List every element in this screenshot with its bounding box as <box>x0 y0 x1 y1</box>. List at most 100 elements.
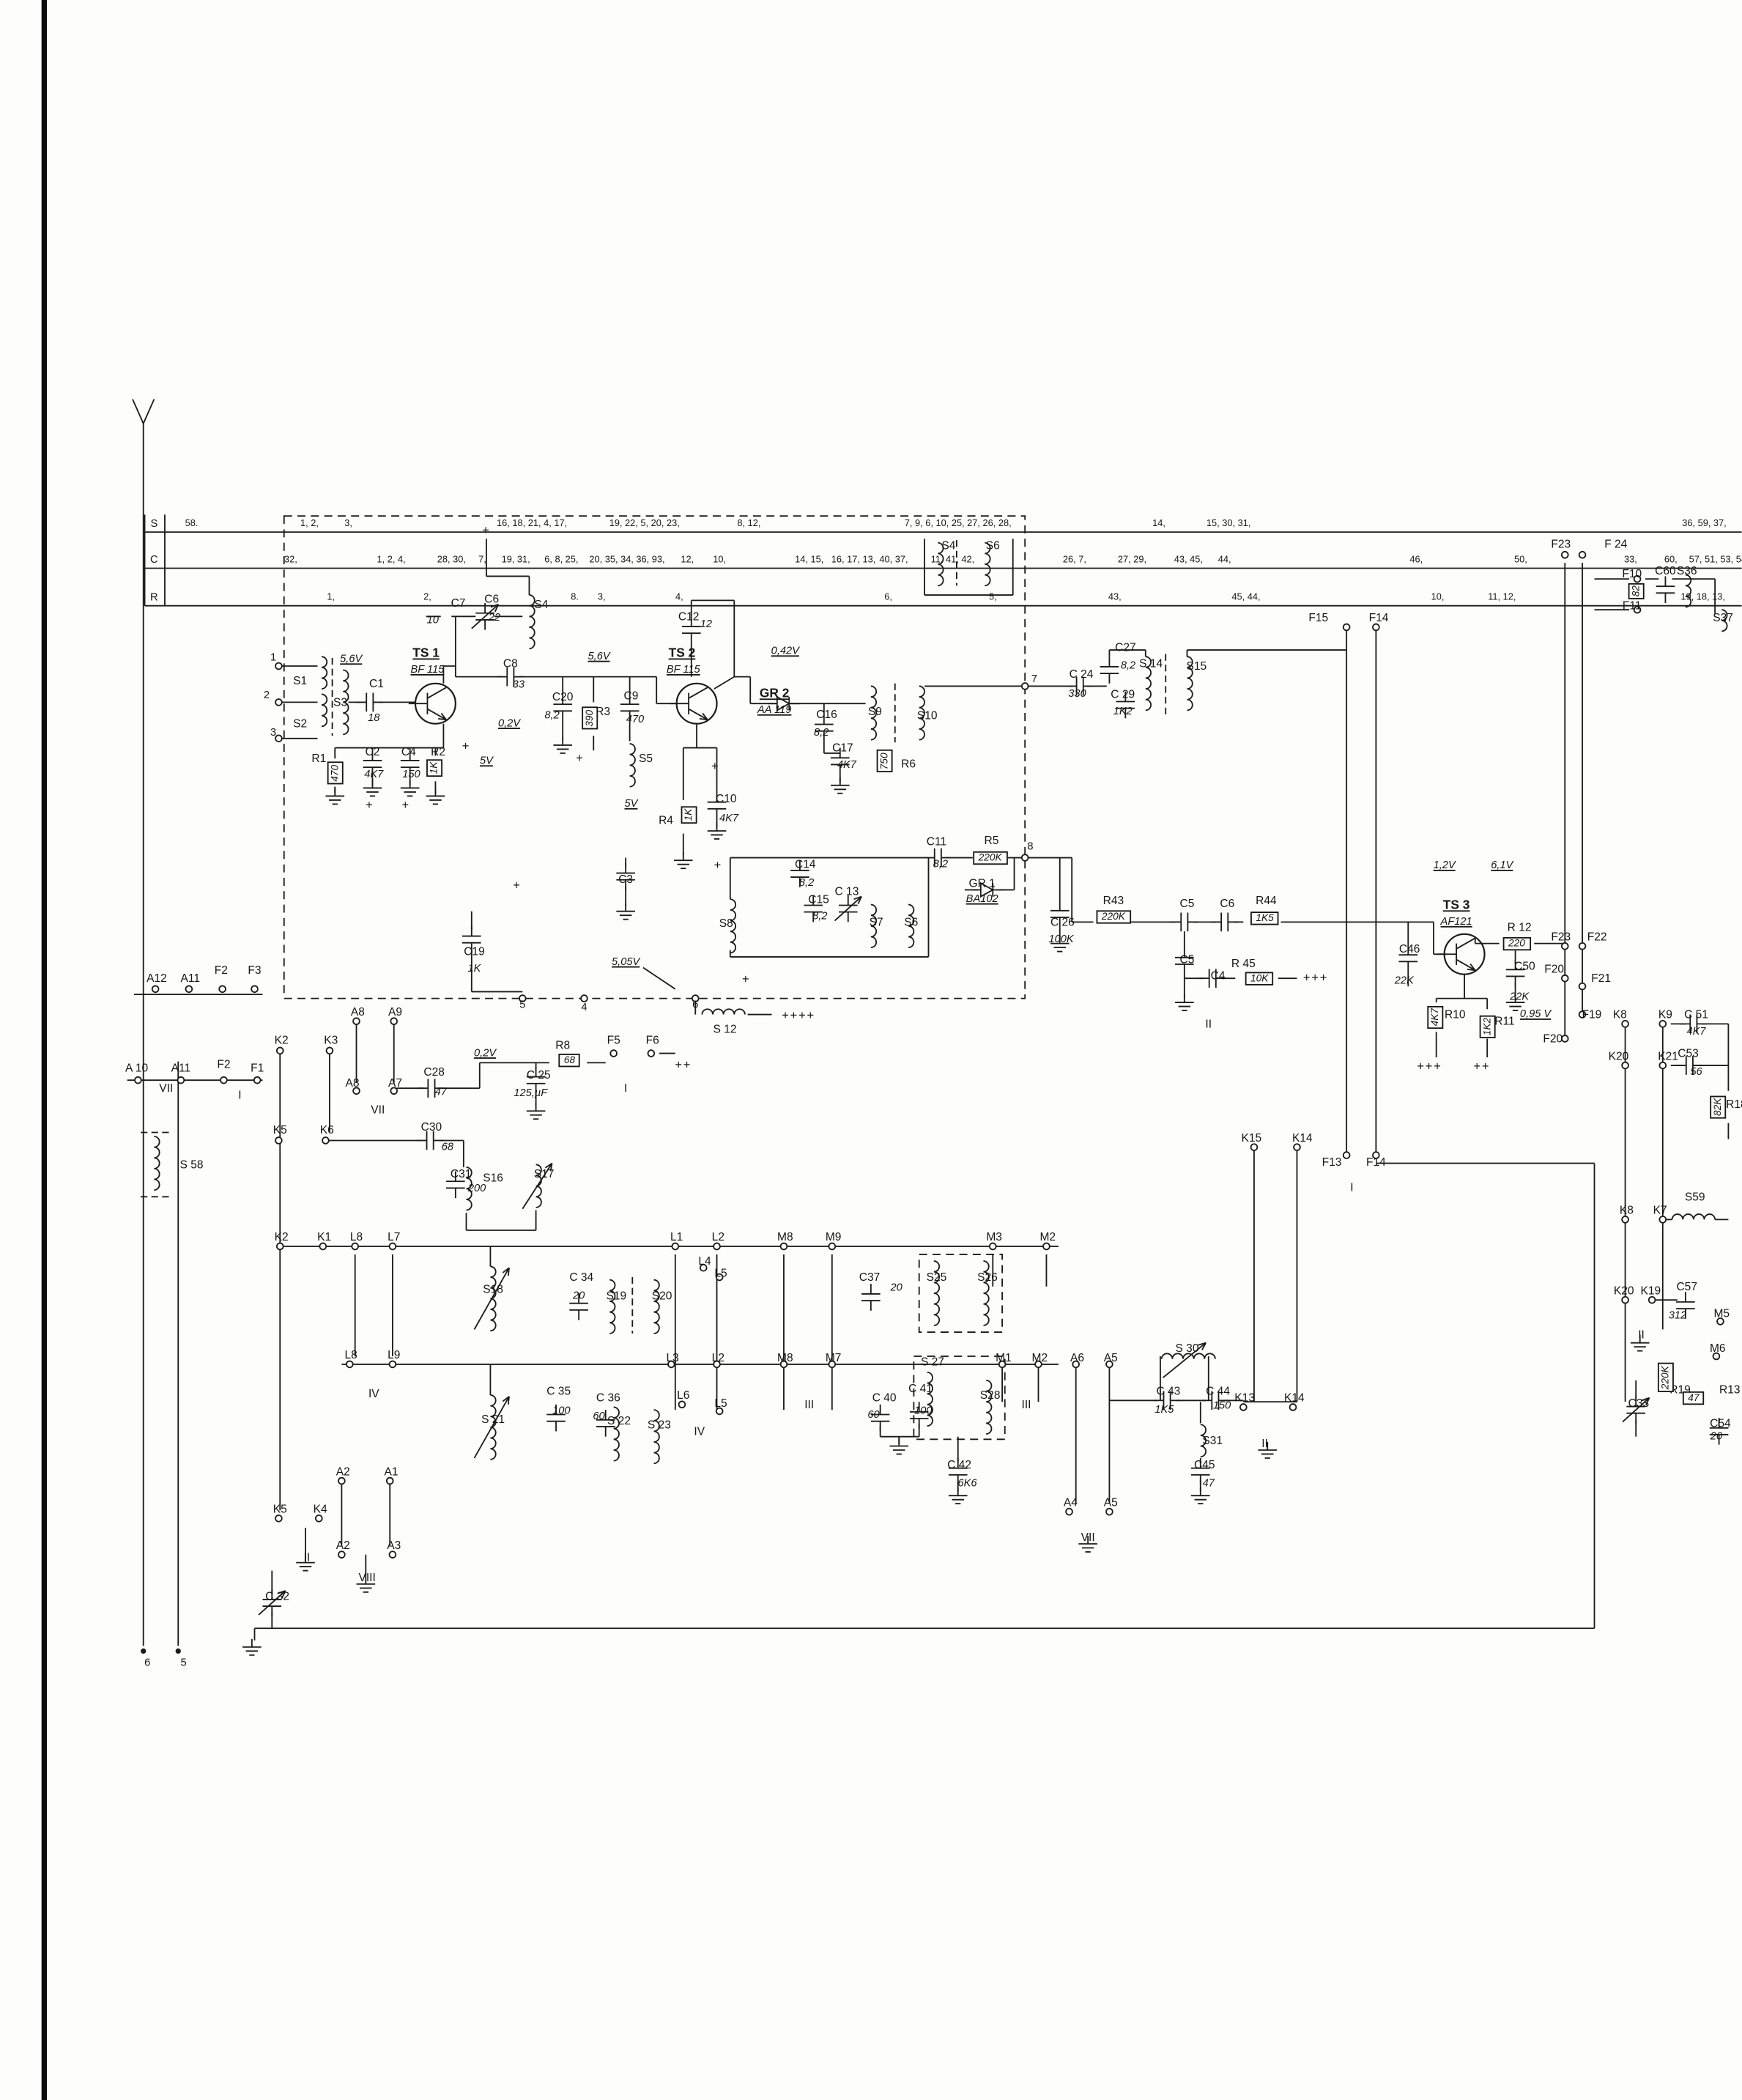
ruler-number: 11, 41, 42, <box>930 555 975 565</box>
label-c-29: C 29 <box>1111 687 1135 701</box>
label-vii: VII <box>1081 1530 1095 1544</box>
label-4k7: 4K7 <box>364 768 384 780</box>
label-47: 47 <box>1682 1391 1705 1405</box>
ruler-number: 57, 51, 53, 54, <box>1689 555 1742 565</box>
label-c10: C10 <box>716 791 737 805</box>
label-a8: A8 <box>345 1076 360 1090</box>
label-f23: F23 <box>1551 929 1571 944</box>
label-f3: F3 <box>248 963 262 977</box>
label-60: 60 <box>867 1408 880 1421</box>
label-s-14: S 14 <box>1139 656 1163 670</box>
label-gr-2: GR 2 <box>759 686 790 702</box>
label-l5: L5 <box>714 1265 727 1280</box>
label-m2: M2 <box>1031 1350 1048 1364</box>
ruler-number: 10, <box>713 555 727 565</box>
label-68: 68 <box>558 1054 581 1067</box>
label--: ++ <box>675 1057 692 1072</box>
label-150: 150 <box>1212 1399 1231 1411</box>
label-a11: A11 <box>180 971 200 985</box>
ruler-row-r: R <box>150 591 158 604</box>
label-l5: L5 <box>714 1396 727 1410</box>
label--: + <box>742 972 751 986</box>
label-s-27: S 27 <box>920 1354 944 1368</box>
ruler-number: 20, 35, 34, 36, 93, <box>589 555 665 565</box>
label-6-1v: 6,1V <box>1491 859 1513 871</box>
label-f15: F15 <box>1308 610 1329 624</box>
label-s-58: S 58 <box>179 1157 204 1172</box>
label-f23: F23 <box>1551 536 1571 551</box>
label-4k7: 4K7 <box>1427 1005 1443 1029</box>
label-68: 68 <box>441 1140 454 1153</box>
label-a7: A7 <box>388 1076 403 1090</box>
label-8-2: 8,2 <box>812 909 828 923</box>
ruler-number: 19, 31, <box>501 555 530 565</box>
label-c8: C8 <box>503 656 518 670</box>
label-f19: F19 <box>1582 1007 1602 1021</box>
label-l2: L2 <box>711 1230 725 1243</box>
label-s-12: S 12 <box>713 1022 737 1036</box>
label-ts-1: TS 1 <box>412 646 440 662</box>
label-c28: C28 <box>423 1065 445 1079</box>
label-s20: S20 <box>651 1289 672 1303</box>
label-r11: R11 <box>1494 1014 1515 1028</box>
label-s4: S4 <box>534 597 549 611</box>
ruler-number: 8, 12, <box>737 519 761 529</box>
label--: +++ <box>1417 1059 1442 1073</box>
ruler-number: 19, 22, 5, 20, 23, <box>609 519 680 529</box>
ruler-number: 4, <box>675 593 683 603</box>
label-ba102: BA102 <box>965 892 998 905</box>
label-c6: C6 <box>1220 896 1235 910</box>
label-s18: S18 <box>483 1282 503 1296</box>
label-s31: S31 <box>1202 1433 1223 1447</box>
ruler-number: 32, <box>283 555 297 565</box>
label-a1: A1 <box>384 1464 399 1478</box>
label-c19: C19 <box>464 944 485 958</box>
label-f20: F20 <box>1543 1031 1563 1046</box>
label-l3: L3 <box>666 1350 679 1364</box>
label-f14: F14 <box>1368 610 1389 624</box>
label-m5: M5 <box>1713 1306 1730 1320</box>
ruler-number: 12, <box>681 555 694 565</box>
label-ts-2: TS 2 <box>668 646 696 662</box>
label--: + <box>513 878 522 892</box>
ruler-number: 3, <box>344 519 352 529</box>
label-f5: F5 <box>607 1032 620 1046</box>
label-c-36: C 36 <box>596 1391 620 1405</box>
label-33: 33 <box>512 678 525 690</box>
ruler-number: 43, <box>1108 593 1122 603</box>
label-8-2: 8,2 <box>933 857 949 870</box>
ruler-number: 14, 15, <box>795 555 824 565</box>
label-22k: 22K <box>1510 990 1530 1003</box>
label-f1: F1 <box>251 1061 264 1075</box>
label-5-6v: 5,6V <box>588 650 610 662</box>
label-10k: 10K <box>1245 972 1274 985</box>
label-c-35: C 35 <box>546 1383 571 1398</box>
label-a2: A2 <box>336 1538 350 1552</box>
label-4: 4 <box>581 1001 588 1013</box>
label-vii: VII <box>371 1102 385 1117</box>
label-c16: C16 <box>816 707 837 721</box>
label-s10: S10 <box>916 709 938 722</box>
label-s7: S7 <box>869 914 883 929</box>
label-a11: A11 <box>171 1061 191 1075</box>
ruler-number: 40, 37, <box>879 555 908 565</box>
ruler-row-s: S <box>150 517 158 530</box>
label-6: 6 <box>692 998 699 1011</box>
label-c15: C15 <box>808 892 829 906</box>
label-s26: S26 <box>977 1270 998 1284</box>
ruler-number: 14, <box>1152 519 1165 529</box>
label-c50: C50 <box>1514 959 1535 973</box>
label-c14: C14 <box>794 857 816 871</box>
label-k8: K8 <box>1612 1007 1627 1021</box>
label-r43: R43 <box>1102 893 1124 907</box>
label-c46: C46 <box>1398 942 1420 955</box>
label-7: 7 <box>1031 673 1038 685</box>
label-k5: K5 <box>273 1123 287 1136</box>
label-c-42: C 42 <box>947 1457 971 1471</box>
label-c54: C54 <box>1710 1416 1731 1430</box>
label-56: 56 <box>1690 1065 1702 1078</box>
label-470: 470 <box>327 762 343 785</box>
label-ts-3: TS 3 <box>1442 898 1470 914</box>
label-gr-1: GR 1 <box>968 876 996 890</box>
label-c37: C37 <box>859 1270 881 1284</box>
